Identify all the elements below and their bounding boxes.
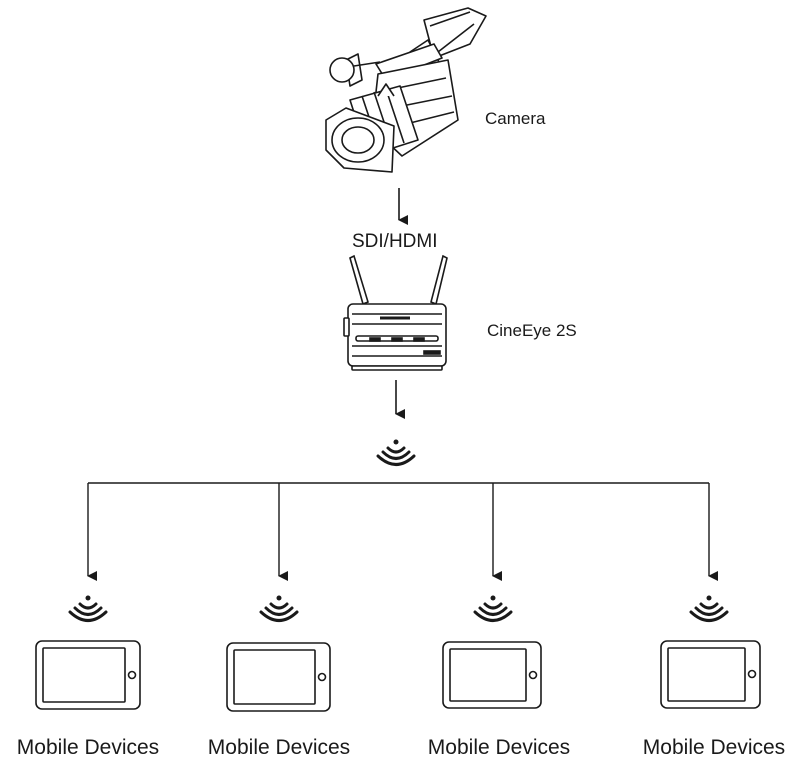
wifi-signal-icon [68,595,108,622]
tablet-icon [35,640,141,710]
tablet-icon [442,641,542,709]
receiver-label: Mobile Devices [207,736,351,759]
wifi-signal-icon [376,439,416,466]
video-camera-icon [325,7,487,173]
receiver-label: Mobile Devices [16,736,160,759]
tablet-icon [660,640,761,709]
receiver-label: Mobile Devices [427,736,571,759]
signal-label: SDI/HDMI [352,231,438,252]
wifi-signal-icon [689,595,729,622]
camera-label: Camera [485,109,546,128]
wireless-transmitter-icon [343,254,448,371]
transmitter-label: CineEye 2S [487,321,577,340]
tablet-icon [226,642,331,712]
receiver-label: Mobile Devices [642,736,786,759]
wifi-signal-icon [473,595,513,622]
wifi-signal-icon [259,595,299,622]
